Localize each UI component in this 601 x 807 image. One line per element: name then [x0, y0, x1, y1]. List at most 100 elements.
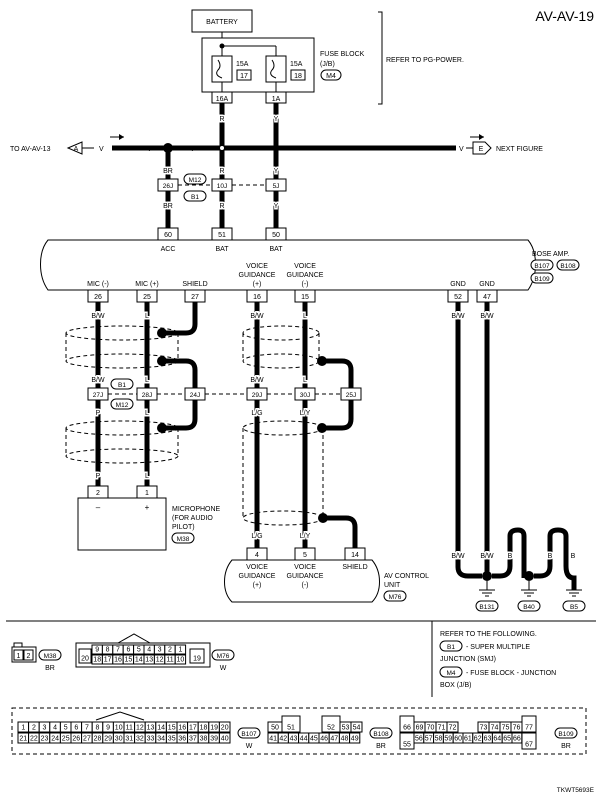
b109-pin-number: 63: [484, 736, 492, 743]
joint-conn-b1-mid: B1: [118, 382, 126, 389]
svg-text:Y: Y: [274, 168, 279, 175]
connector-m38: 1 2 M38 BR: [11, 642, 62, 672]
bose-pin-47: 47: [483, 294, 491, 301]
b107-pin-number: 16: [178, 725, 186, 732]
svg-text:SHIELD: SHIELD: [342, 564, 367, 571]
legend-b1: B1: [447, 644, 455, 651]
b109-pin-number: 67: [525, 742, 533, 749]
b108-pin-number: 51: [287, 725, 295, 732]
m76-pin-number: 3: [158, 647, 162, 654]
b107-pin-number: 31: [125, 736, 133, 743]
b109-pin-number: 74: [491, 725, 499, 732]
b107-pin-number: 30: [115, 736, 123, 743]
b109-pin-number: 62: [474, 736, 482, 743]
m76-pin-number: 17: [104, 657, 112, 664]
b109-pin-cell: [446, 721, 459, 733]
svg-text:1: 1: [17, 653, 21, 660]
svg-text:R: R: [219, 203, 224, 210]
av-pin-14: 14: [351, 552, 359, 559]
b108-pin-number: 50: [271, 725, 279, 732]
svg-text:R: R: [219, 116, 224, 123]
svg-text:L: L: [145, 313, 149, 320]
svg-text:L/G: L/G: [251, 533, 262, 540]
b107-pin-number: 14: [157, 725, 165, 732]
av-pin-5: 5: [303, 552, 307, 559]
b107-pin-number: 10: [115, 725, 123, 732]
b107-pin-number: 7: [85, 725, 89, 732]
b107-pin-number: 32: [136, 736, 144, 743]
bose-conn-b109: B109: [534, 276, 550, 283]
svg-text:GUIDANCE: GUIDANCE: [287, 573, 324, 580]
svg-text:GUIDANCE: GUIDANCE: [287, 272, 324, 279]
b107-pin-number: 13: [147, 725, 155, 732]
svg-text:R: R: [219, 168, 224, 175]
b107-pin-number: 34: [157, 736, 165, 743]
b108-pin-number: 44: [300, 736, 308, 743]
m76-pin-number: 14: [135, 657, 143, 664]
svg-text:Y: Y: [274, 116, 279, 123]
b107-pin-number: 28: [94, 736, 102, 743]
b107-pin-number: 23: [41, 736, 49, 743]
svg-text:BOX (J/B): BOX (J/B): [440, 682, 472, 689]
bose-amp-box: [40, 239, 536, 291]
b107-pin-number: 37: [189, 736, 197, 743]
joint-24j: 24J: [190, 392, 200, 399]
connector-b107-label: B107: [241, 731, 257, 738]
b108-pin-cell: [281, 715, 301, 733]
connector-m38-color: BR: [45, 665, 55, 672]
connector-b107-color: W: [246, 743, 253, 750]
b107-pin-number: 15: [168, 725, 176, 732]
svg-text:B/W: B/W: [480, 553, 494, 560]
bose-pin-51: 51: [218, 232, 226, 239]
joint-26j: 26J: [163, 183, 173, 190]
svg-text:GND: GND: [450, 281, 466, 288]
fuse-block-title: FUSE BLOCK: [320, 51, 365, 58]
bose-pin-15: 15: [301, 294, 309, 301]
b108-pin-cell: [349, 732, 361, 744]
svg-text:VOICE: VOICE: [294, 263, 316, 270]
av-pin-4: 4: [255, 552, 259, 559]
b108-pin-number: 53: [342, 725, 350, 732]
b108-pin-number: 43: [290, 736, 298, 743]
joint-25j: 25J: [346, 392, 356, 399]
ground-b5-icon: [566, 589, 582, 597]
b107-pin-number: 4: [53, 725, 57, 732]
m76-pin-number: 12: [156, 657, 164, 664]
m76-pin-cell: [189, 648, 205, 664]
svg-text:SHIELD: SHIELD: [182, 281, 207, 288]
b109-pin-number: 55: [403, 742, 411, 749]
svg-text:(+): (+): [253, 582, 262, 589]
b109-pin-number: 65: [503, 736, 511, 743]
fuse-block-conn-m4: M4: [326, 73, 336, 80]
av-title-2: UNIT: [384, 582, 401, 589]
m76-pin-number: 19: [193, 656, 201, 663]
svg-text:V: V: [459, 146, 464, 153]
joint-conn-m12: M12: [189, 177, 202, 184]
joint-conn-m12-mid: M12: [116, 402, 129, 409]
bose-pin-27: 27: [191, 294, 199, 301]
b109-pin-number: 66: [403, 725, 411, 732]
svg-text:BR: BR: [163, 203, 173, 210]
svg-text:B/W: B/W: [480, 313, 494, 320]
mic-pin-1: 1: [145, 490, 149, 497]
svg-text:JUNCTION (SMJ): JUNCTION (SMJ): [440, 656, 496, 663]
b108-pin-number: 54: [353, 725, 361, 732]
m76-pin-cell: [174, 644, 187, 655]
svg-text:BR: BR: [163, 168, 173, 175]
svg-text:GUIDANCE: GUIDANCE: [239, 272, 276, 279]
connector-b108-label: B108: [373, 731, 389, 738]
b107-pin-cell: [218, 721, 231, 733]
connector-m76-label: M76: [217, 653, 230, 660]
b107-pin-number: 8: [96, 725, 100, 732]
offpage-right-letter: E: [479, 146, 484, 153]
b109-pin-number: 60: [454, 736, 462, 743]
svg-text:P: P: [96, 410, 101, 417]
svg-text:B/W: B/W: [91, 377, 105, 384]
b109-pin-number: 56: [415, 736, 423, 743]
svg-text:V: V: [190, 146, 195, 153]
b107-pin-number: 33: [147, 736, 155, 743]
joint-conn-b1: B1: [191, 194, 199, 201]
b107-pin-number: 1: [21, 725, 25, 732]
b107-pin-number: 36: [178, 736, 186, 743]
